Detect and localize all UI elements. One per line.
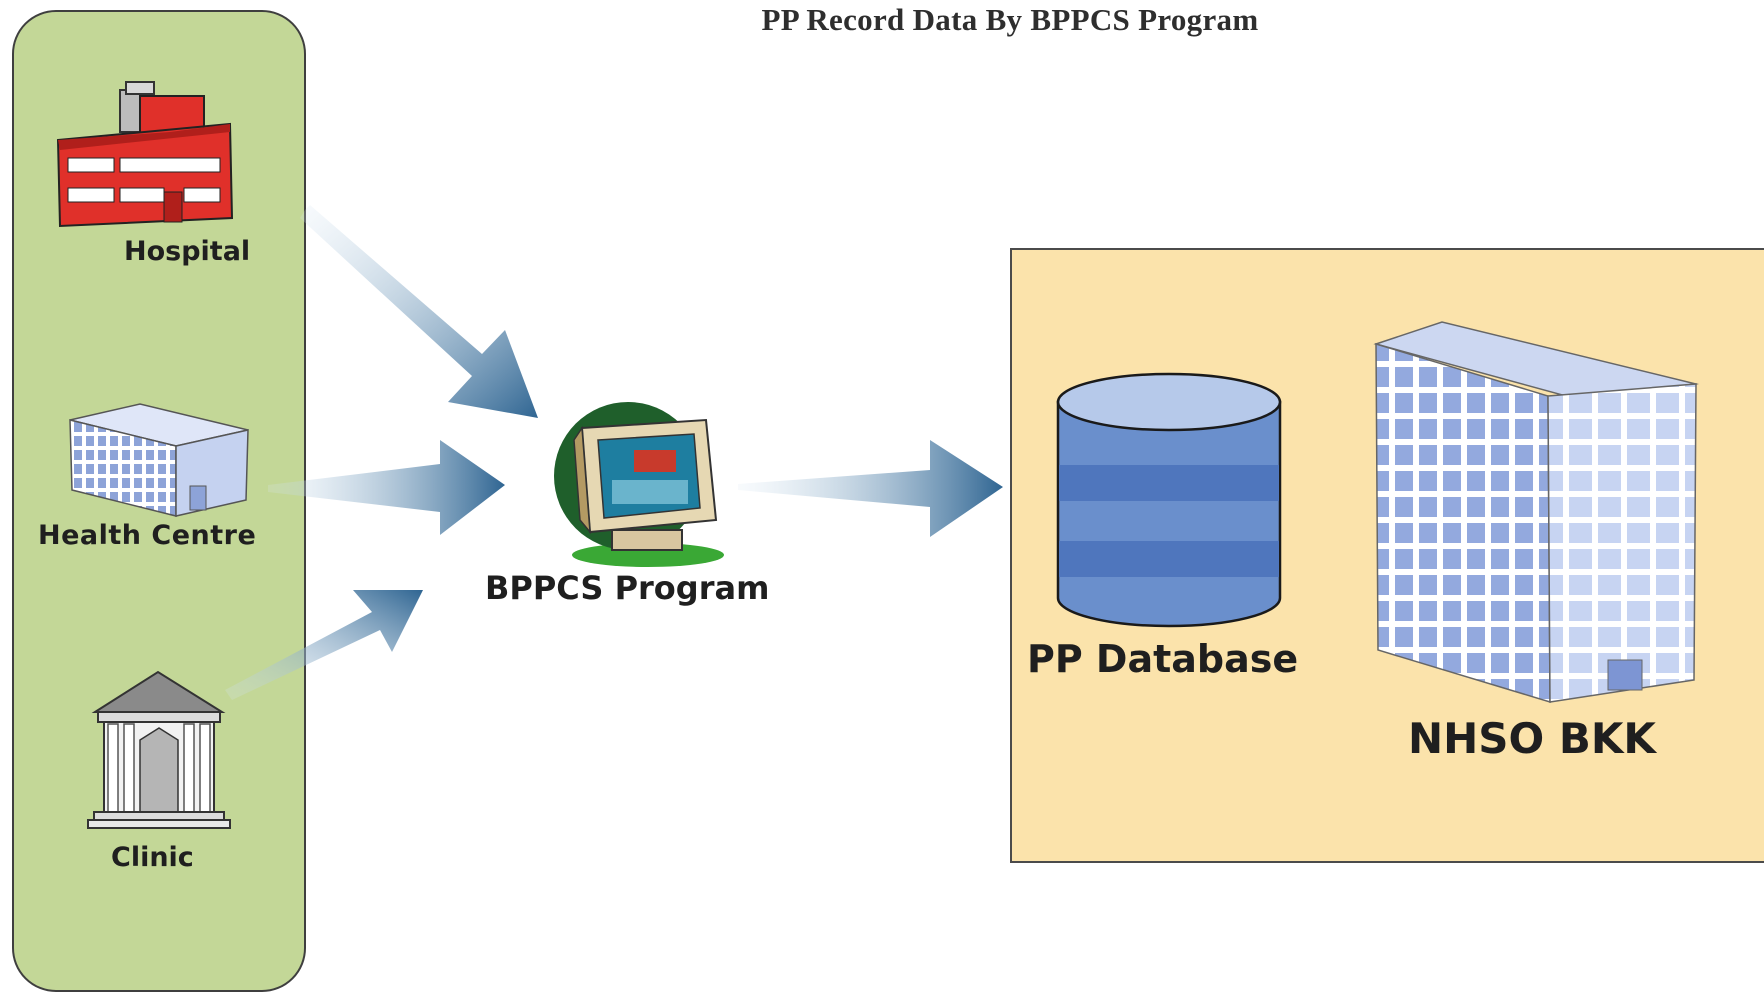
program-to-database-arrow — [738, 440, 1003, 537]
database-icon — [1056, 372, 1282, 628]
bppcs-program-label: BPPCS Program — [485, 569, 770, 607]
computer-icon — [554, 402, 724, 567]
clinic-label: Clinic — [111, 842, 194, 873]
health-centre-icon — [69, 403, 249, 517]
hospital-icon — [56, 81, 234, 228]
clinic-icon — [87, 670, 231, 829]
diagram-title: PP Record Data By BPPCS Program — [761, 2, 1259, 37]
hospital-to-program-arrow — [300, 205, 538, 418]
clinic-to-program-arrow — [225, 590, 423, 700]
health-centre-label: Health Centre — [38, 520, 257, 551]
pp-database-label: PP Database — [1027, 637, 1299, 681]
hospital-label: Hospital — [124, 236, 251, 267]
healthcentre-to-program-arrow — [268, 440, 505, 535]
office-building-icon — [1373, 321, 1699, 704]
nhso-bkk-label: NHSO BKK — [1408, 714, 1656, 763]
